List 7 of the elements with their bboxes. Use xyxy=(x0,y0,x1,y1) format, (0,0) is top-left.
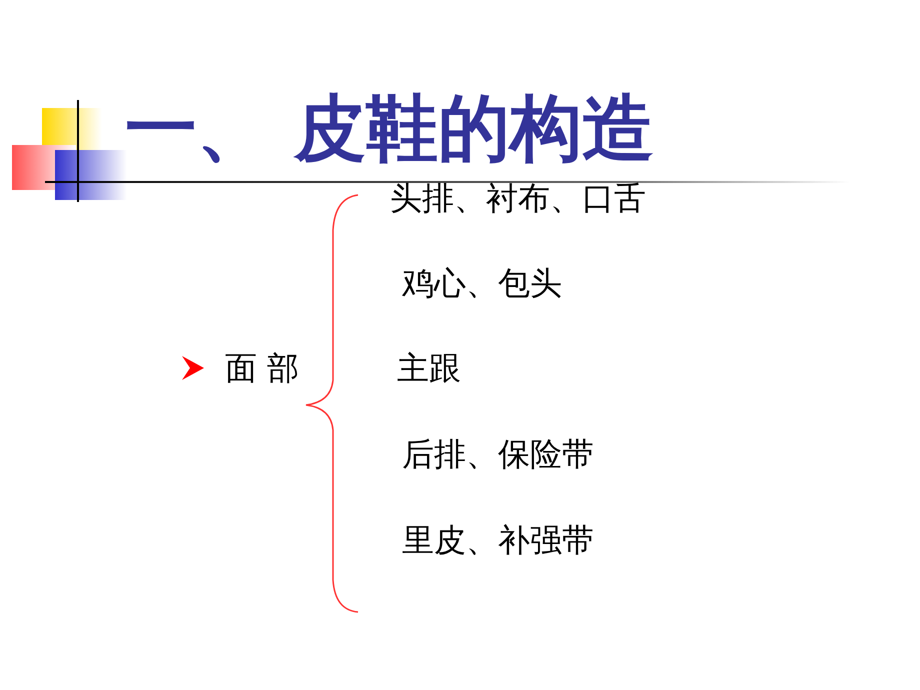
part-list-item: 主跟 xyxy=(397,352,461,384)
part-list-item: 后排、保险带 xyxy=(402,438,594,470)
slide-title: 一、 皮鞋的构造 xyxy=(125,92,654,164)
category-label: 面 部 xyxy=(225,352,300,384)
part-list-item: 头排、衬布、口舌 xyxy=(390,182,646,214)
part-list-item: 鸡心、包头 xyxy=(402,267,562,299)
part-list-item: 里皮、补强带 xyxy=(402,524,594,556)
